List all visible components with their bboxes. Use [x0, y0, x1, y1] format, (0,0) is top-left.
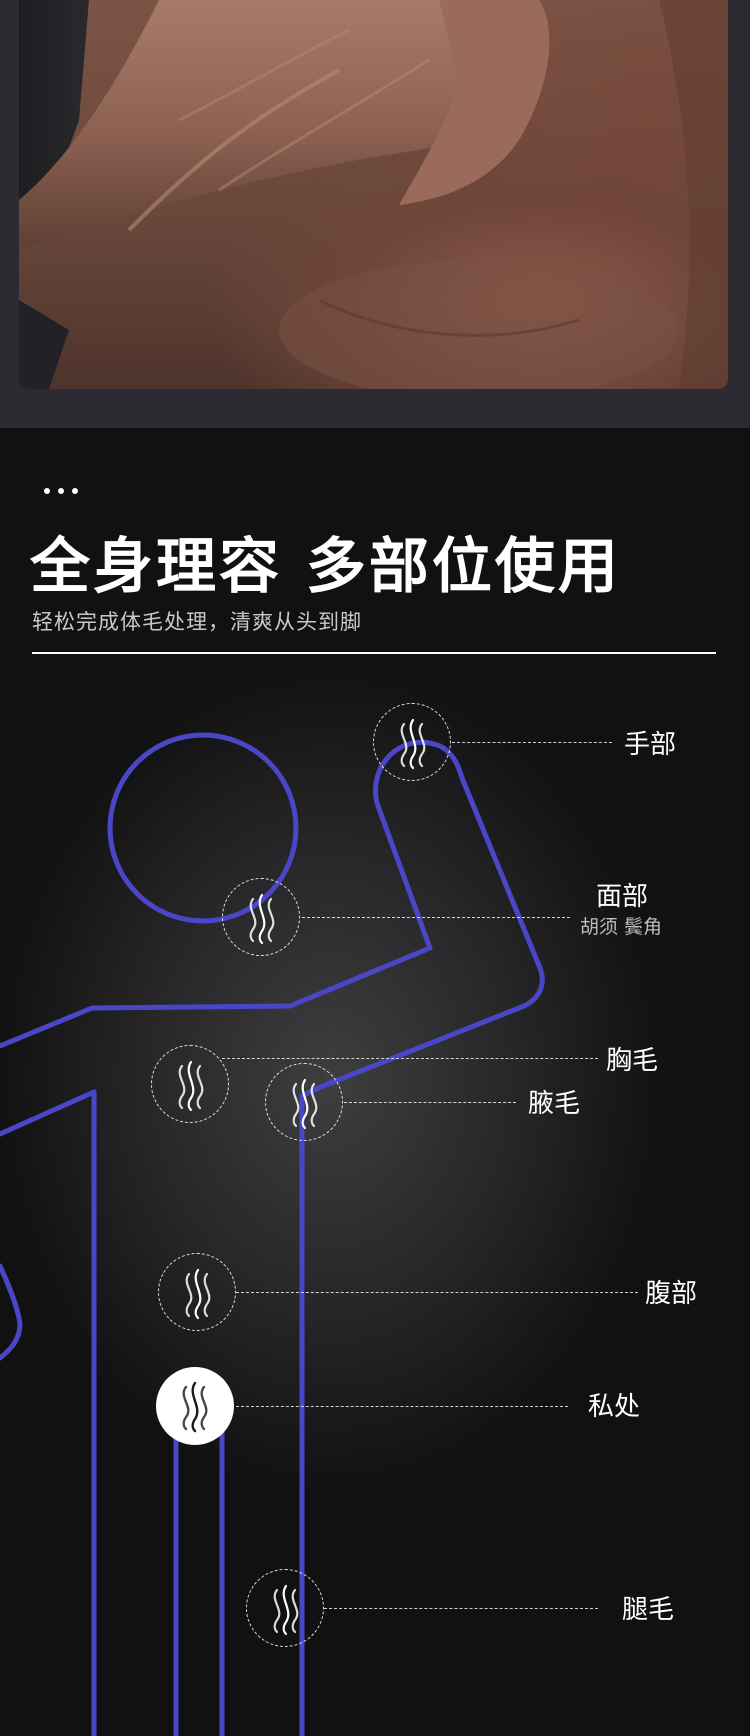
torso-photo-illustration	[19, 0, 728, 389]
hair-strands-icon	[185, 1268, 211, 1320]
leader-line-private	[236, 1406, 568, 1407]
zone-label-abdomen: 腹部	[645, 1279, 698, 1309]
zone-label-hand: 手部	[624, 730, 677, 760]
torso-photo	[19, 0, 728, 389]
hair-strands-icon	[249, 893, 275, 945]
zone-label-face: 面部	[596, 882, 649, 912]
body-outline-figure	[0, 732, 545, 1736]
zone-label-chest: 胸毛	[606, 1046, 659, 1076]
page-title: 全身理容 多部位使用	[30, 532, 621, 602]
leader-line-face	[302, 917, 570, 918]
hair-strands-icon	[182, 1381, 208, 1433]
zone-label-leg: 腿毛	[622, 1595, 675, 1625]
hair-strands-icon	[178, 1060, 204, 1112]
hair-strands-icon	[273, 1584, 299, 1636]
hair-strands-icon	[292, 1078, 318, 1130]
armpit-zone-marker	[265, 1063, 343, 1141]
top-photo-band	[0, 0, 750, 428]
leader-line-armpit	[344, 1102, 516, 1103]
hair-strands-icon	[400, 718, 426, 770]
hand-zone-marker	[373, 703, 451, 781]
abdomen-zone-marker	[158, 1253, 236, 1331]
title-divider	[32, 652, 716, 654]
decorative-dots	[44, 488, 78, 494]
leader-line-leg	[324, 1608, 598, 1609]
leader-line-chest	[222, 1058, 598, 1059]
leader-line-hand	[452, 742, 612, 743]
zone-label-armpit: 腋毛	[528, 1089, 581, 1119]
leg-zone-marker	[246, 1569, 324, 1647]
page-subtitle: 轻松完成体毛处理，清爽从头到脚	[32, 610, 362, 634]
feature-section: 全身理容 多部位使用 轻松完成体毛处理，清爽从头到脚	[0, 428, 750, 1736]
face-zone-marker	[222, 878, 300, 956]
zone-label-private: 私处	[588, 1392, 641, 1422]
zone-sublabel-face: 胡须 鬓角	[580, 916, 663, 938]
chest-zone-marker	[151, 1045, 229, 1123]
private-zone-marker-highlighted	[156, 1367, 234, 1445]
leader-line-abdomen	[236, 1292, 638, 1293]
